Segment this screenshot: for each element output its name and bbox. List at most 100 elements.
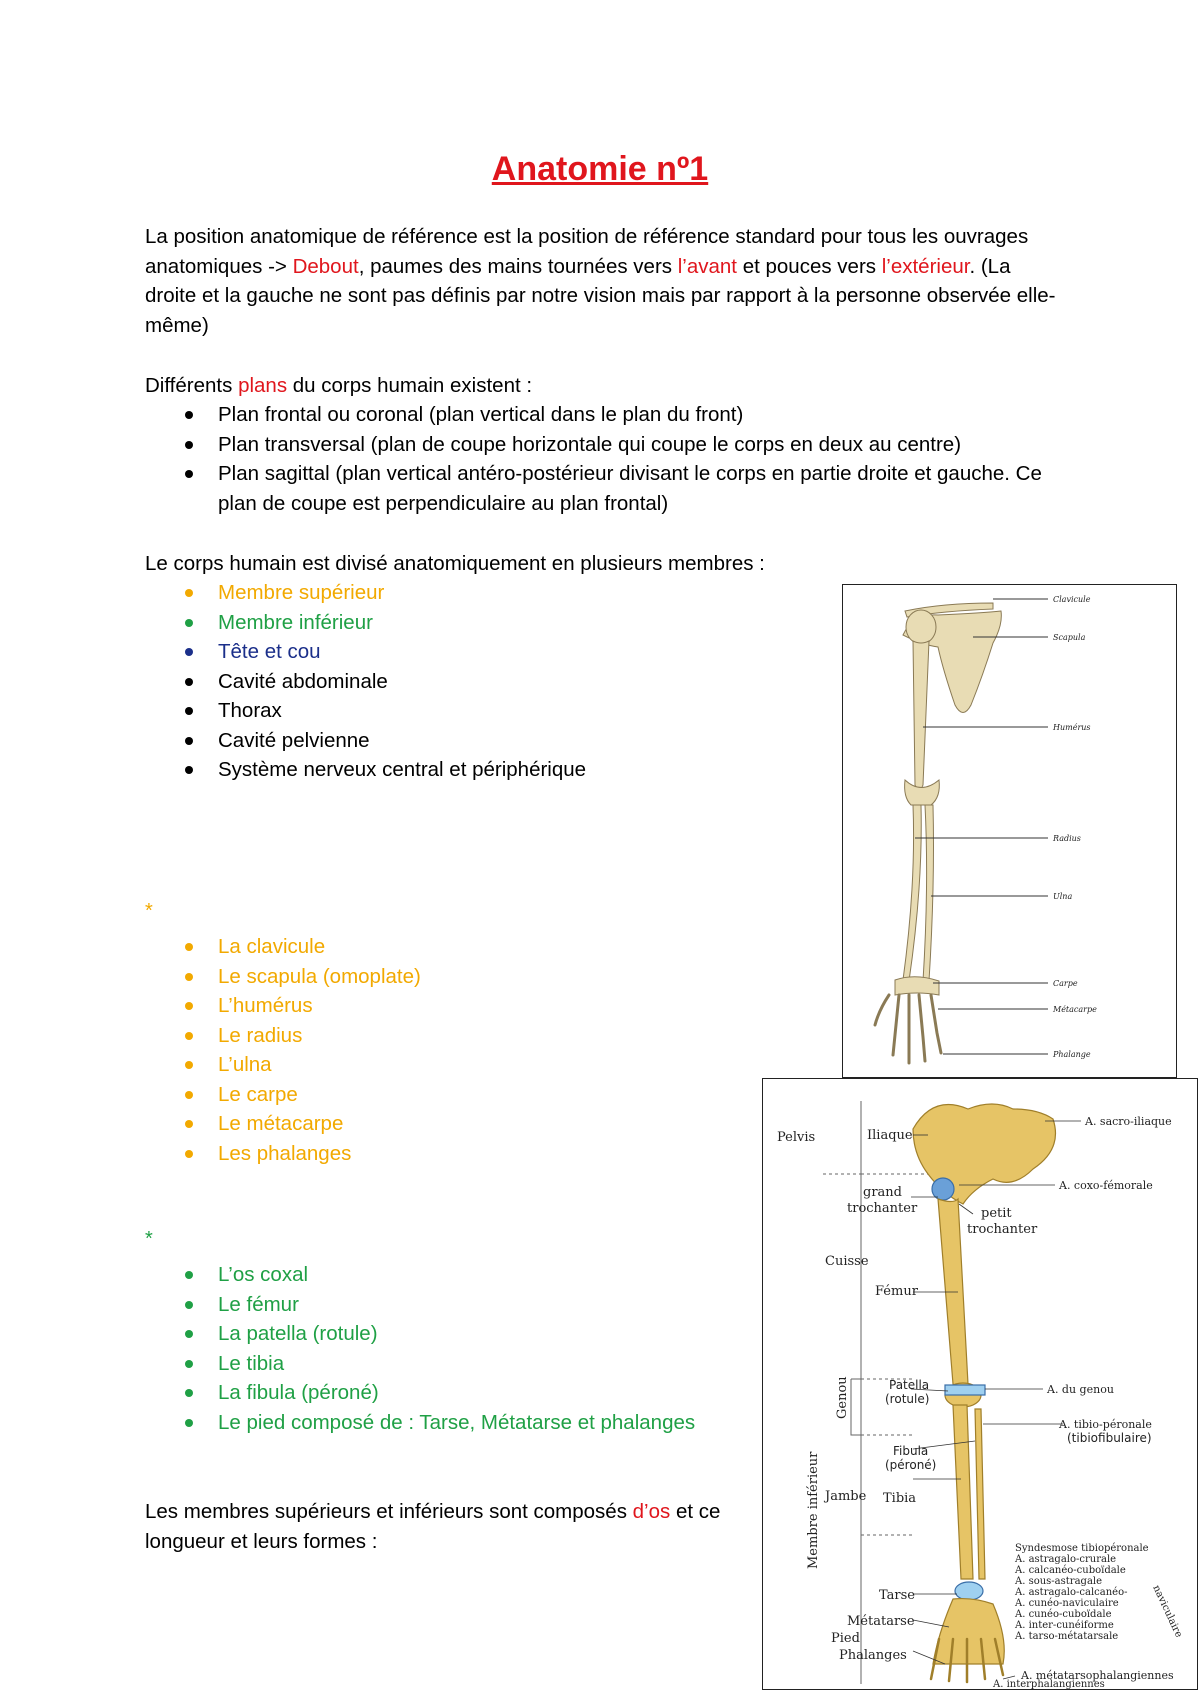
list-item: L’os coxal: [145, 1260, 765, 1290]
joint-label-genou: A. du genou: [1046, 1383, 1114, 1396]
closing-os: d’os: [632, 1500, 671, 1523]
intro-text: et pouces vers: [737, 254, 882, 278]
upper-bones-list: La clavicule Le scapula (omoplate) L’hum…: [145, 932, 745, 1168]
joint-label-ankle: A. tarso-métatarsale: [1014, 1631, 1118, 1642]
leg-leader-lines: [910, 1120, 1081, 1680]
bone-label-femur: Fémur: [875, 1284, 919, 1299]
planes-lead-text: du corps humain existent :: [287, 374, 533, 397]
radius-shape: [902, 804, 922, 982]
planes-lead-text: Différents: [145, 374, 239, 397]
joint-label-ankle: A. inter-cunéiforme: [1014, 1620, 1114, 1631]
region-brackets: [823, 1101, 993, 1684]
closing-paragraph: Les membres supérieurs et inférieurs son…: [145, 1497, 765, 1556]
list-item: L’ulna: [145, 1050, 745, 1080]
bone-label-rotule: (rotule): [885, 1392, 929, 1406]
joint-label-ankle: A. calcanéo-cuboïdale: [1014, 1565, 1126, 1576]
intro-debout: Debout: [292, 254, 359, 278]
list-item: Le fémur: [145, 1290, 765, 1320]
list-item: Cavité pelvienne: [145, 726, 845, 756]
list-item: Plan sagittal (plan vertical antéro-post…: [145, 459, 1065, 518]
list-item: L’humérus: [145, 991, 745, 1021]
arm-label-humerus: Humérus: [1052, 723, 1091, 732]
region-label-jambe: Jambe: [823, 1489, 867, 1504]
list-item: Thorax: [145, 696, 845, 726]
bone-label-trochanter-petit: trochanter: [967, 1222, 1038, 1237]
bone-label-tibia: Tibia: [883, 1491, 916, 1506]
bone-label-patella: Patella: [889, 1378, 929, 1392]
list-item: Les phalanges: [145, 1139, 745, 1169]
joint-label-ankle: Syndesmose tibiopéronale: [1015, 1543, 1149, 1554]
intro-text: , paumes des mains tournées vers: [358, 254, 678, 278]
arm-skeleton-figure: Clavicule Scapula Humérus Radius Ulna Ca…: [842, 584, 1177, 1078]
lower-star: *: [145, 1228, 153, 1250]
closing-text: Les membres supérieurs et inférieurs son…: [145, 1500, 633, 1523]
intro-avant: l’avant: [677, 254, 737, 278]
list-item: Plan transversal (plan de coupe horizont…: [145, 430, 1065, 460]
upper-star: *: [145, 900, 153, 922]
leg-skeleton-illustration: Pelvis Cuisse Jambe Pied Genou Membre in…: [777, 1101, 1184, 1689]
region-label-pied: Pied: [831, 1631, 860, 1646]
members-list: Membre supérieur Membre inférieur Tête e…: [145, 578, 845, 785]
list-item: Le scapula (omoplate): [145, 962, 745, 992]
bone-label-grand: grand: [863, 1185, 902, 1200]
joint-label-coxo: A. coxo-fémorale: [1058, 1179, 1153, 1192]
ankle-joint: [954, 1581, 984, 1601]
page-title: Anatomie nº1: [491, 150, 709, 188]
planes-lead: Différents plans du corps humain existen…: [145, 371, 1065, 401]
joint-label-ankle: A. astragalo-crurale: [1014, 1554, 1116, 1565]
bone-label-metatarse: Métatarse: [847, 1614, 915, 1629]
list-item: Membre supérieur: [145, 578, 845, 608]
planes-list: Plan frontal ou coronal (plan vertical d…: [145, 400, 1065, 518]
joint-label-ankle: A. cunéo-naviculaire: [1014, 1598, 1119, 1609]
intro-paragraph: La position anatomique de référence est …: [145, 222, 1065, 340]
toe-bones: [929, 1637, 1005, 1684]
arm-skeleton-illustration: Clavicule Scapula Humérus Radius Ulna Ca…: [873, 595, 1097, 1065]
list-item: La clavicule: [145, 932, 745, 962]
list-item: Le métacarpe: [145, 1109, 745, 1139]
arm-label-ulna: Ulna: [1053, 892, 1072, 901]
bone-label-petit: petit: [981, 1206, 1012, 1221]
arm-label-carpe: Carpe: [1053, 979, 1078, 988]
leg-skeleton-figure: Pelvis Cuisse Jambe Pied Genou Membre in…: [762, 1078, 1198, 1690]
carpe-shape: [894, 976, 940, 996]
vertical-label-membre-inferieur: Membre inférieur: [806, 1451, 821, 1569]
joint-label-tibio: A. tibio-péronale: [1058, 1418, 1152, 1431]
arm-label-metacarpe: Métacarpe: [1052, 1005, 1097, 1014]
arm-label-phalange: Phalange: [1052, 1050, 1091, 1059]
list-item: Système nerveux central et périphérique: [145, 755, 845, 785]
joint-label-inter: A. interphalangiennes: [992, 1679, 1105, 1689]
ulna-shape: [922, 804, 934, 982]
humerus-shaft: [912, 640, 930, 791]
list-item: Le tibia: [145, 1349, 765, 1379]
bone-label-iliaque: Iliaque: [867, 1128, 913, 1143]
elbow-shape: [904, 778, 940, 806]
intro-exterieur: l’extérieur: [881, 254, 970, 278]
intro-text: La position anatomique de référence est …: [145, 225, 1029, 278]
arm-label-clavicule: Clavicule: [1053, 595, 1091, 604]
list-item: La fibula (péroné): [145, 1378, 765, 1408]
arm-leader-lines: [915, 598, 1048, 1055]
arm-label-radius: Radius: [1052, 834, 1081, 843]
tibia-shape: [952, 1404, 974, 1580]
list-item: Tête et cou: [145, 637, 845, 667]
list-item: Cavité abdominale: [145, 667, 845, 697]
humerus-head: [905, 609, 937, 645]
bone-label-fibula: Fibula: [893, 1444, 928, 1458]
list-item: Plan frontal ou coronal (plan vertical d…: [145, 400, 1065, 430]
joint-label-sacro: A. sacro-iliaque: [1084, 1115, 1172, 1128]
region-label-cuisse: Cuisse: [825, 1254, 869, 1269]
foot-shape: [932, 1597, 1005, 1665]
list-item: Le pied composé de : Tarse, Métatarse et…: [145, 1408, 765, 1438]
closing-text: longueur et leurs formes :: [145, 1529, 378, 1553]
arm-label-scapula: Scapula: [1053, 633, 1086, 642]
bone-label-phalanges: Phalanges: [839, 1648, 907, 1663]
list-item: Membre inférieur: [145, 608, 845, 638]
closing-text: et ce: [670, 1500, 721, 1523]
members-lead: Le corps humain est divisé anatomiquemen…: [145, 552, 765, 575]
hand-bones: [873, 993, 943, 1065]
bone-label-trochanter: trochanter: [847, 1201, 918, 1216]
region-label-genou: Genou: [835, 1376, 850, 1419]
list-item: Le carpe: [145, 1080, 745, 1110]
joint-label-meta: A. métatarsophalangiennes: [1020, 1669, 1174, 1682]
